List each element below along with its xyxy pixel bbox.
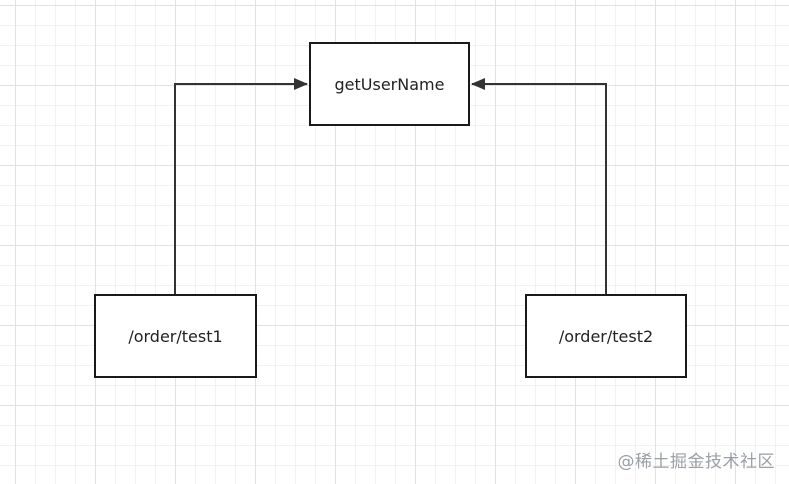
arrow-test1-to-getusername <box>174 78 308 294</box>
node-order-test2[interactable]: /order/test2 <box>525 294 687 378</box>
arrow-test2-to-getusername <box>471 78 607 294</box>
node-getusername[interactable]: getUserName <box>309 42 470 126</box>
node-order-test2-label: /order/test2 <box>558 326 654 346</box>
watermark-text: @稀土掘金技术社区 <box>617 452 775 472</box>
node-order-test1[interactable]: /order/test1 <box>94 294 257 378</box>
node-order-test1-label: /order/test1 <box>128 326 223 346</box>
node-getusername-label: getUserName <box>334 74 445 94</box>
